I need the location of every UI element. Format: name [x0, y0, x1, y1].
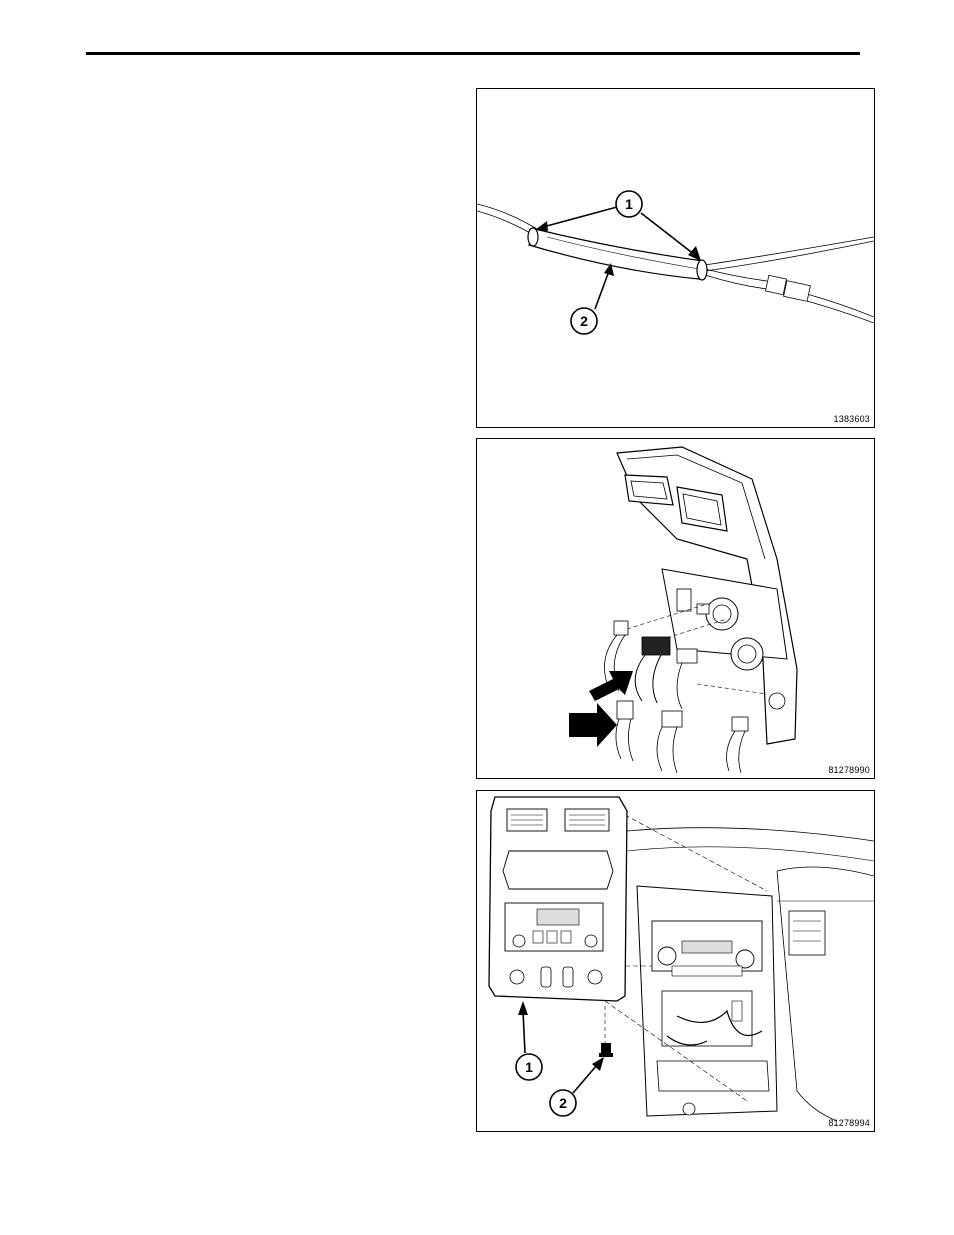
- figure-harness-wrap: 1 2 1383603: [476, 88, 875, 428]
- svg-text:1: 1: [525, 1059, 533, 1075]
- callout-1: 1: [616, 191, 642, 217]
- header-rule: [86, 52, 860, 55]
- svg-text:2: 2: [580, 313, 588, 329]
- callout-2: 2: [571, 308, 597, 334]
- harness-wrap-illustration: 1 2: [477, 89, 874, 427]
- figure-bezel-removal: 1 2 81278994: [476, 790, 875, 1132]
- figure-bezel-connectors: 81278990: [476, 438, 875, 779]
- figure-id: 1383603: [834, 414, 870, 424]
- figure-id: 81278994: [828, 1118, 870, 1128]
- svg-text:1: 1: [625, 196, 633, 212]
- bezel-removal-illustration: 1 2: [477, 791, 874, 1131]
- figure-id: 81278990: [828, 765, 870, 775]
- bezel-connectors-illustration: [477, 439, 874, 778]
- callout-1: 1: [516, 1054, 542, 1080]
- callout-2: 2: [550, 1090, 576, 1116]
- svg-text:2: 2: [559, 1095, 567, 1111]
